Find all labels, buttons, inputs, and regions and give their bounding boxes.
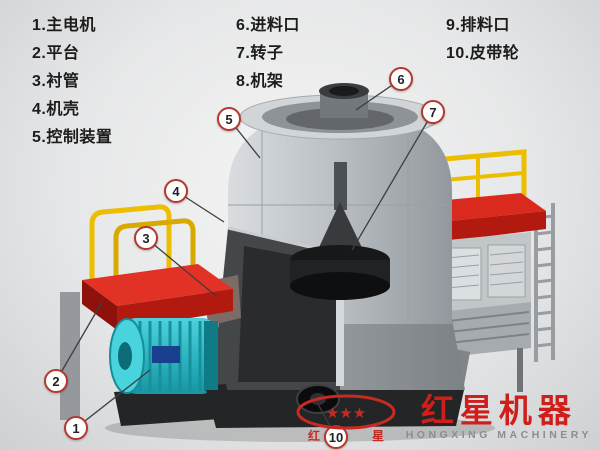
legend-item-3: 3.衬管 bbox=[32, 73, 80, 90]
legend-item-5: 5.控制装置 bbox=[32, 129, 113, 146]
brand-text: 红星机器 HONGXING MACHINERY bbox=[406, 394, 592, 442]
callout-2: 2 bbox=[44, 369, 68, 393]
callout-number: 3 bbox=[142, 230, 150, 246]
brand-logo: ★★★ 红 星 bbox=[296, 394, 396, 443]
legend-column-2: 6.进料口 7.转子 8.机架 bbox=[236, 12, 300, 96]
callout-6: 6 bbox=[389, 67, 413, 91]
legend-item-6: 6.进料口 bbox=[236, 17, 300, 34]
callout-3: 3 bbox=[134, 226, 158, 250]
legend-item-8: 8.机架 bbox=[236, 73, 284, 90]
legend-column-1: 1.主电机 2.平台 3.衬管 4.机壳 5.控制装置 bbox=[32, 12, 112, 152]
machine-body bbox=[204, 83, 465, 390]
main-motor bbox=[109, 318, 234, 426]
callout-number: 2 bbox=[52, 373, 60, 389]
legend-item-4: 4.机壳 bbox=[32, 101, 80, 118]
legend-item-10: 10.皮带轮 bbox=[446, 45, 520, 62]
rotor bbox=[290, 162, 390, 300]
legend-item-2: 2.平台 bbox=[32, 45, 80, 62]
callout-4: 4 bbox=[164, 179, 188, 203]
callout-number: 10 bbox=[328, 429, 344, 445]
brand-name-cn: 红星机器 bbox=[420, 392, 577, 429]
left-platform-assembly bbox=[60, 204, 234, 426]
callout-number: 6 bbox=[397, 71, 405, 87]
brand-watermark: ★★★ 红 星 红星机器 HONGXING MACHINERY bbox=[294, 392, 592, 444]
brand-name-en: HONGXING MACHINERY bbox=[405, 429, 592, 441]
logo-char-right: 星 bbox=[372, 429, 384, 443]
legend-item-9: 9.排料口 bbox=[446, 17, 510, 34]
legend-item-7: 7.转子 bbox=[236, 45, 284, 62]
callout-number: 4 bbox=[172, 183, 180, 199]
leader-lines bbox=[55, 78, 434, 438]
feed-inlet bbox=[239, 83, 441, 140]
callout-1: 1 bbox=[64, 416, 88, 440]
callout-number: 1 bbox=[72, 420, 80, 436]
motor-label bbox=[152, 346, 180, 363]
left-railing bbox=[89, 204, 196, 296]
callout-number: 7 bbox=[429, 104, 437, 120]
star-icon: ★★★ bbox=[326, 405, 366, 422]
logo-char-left: 红 bbox=[308, 428, 320, 443]
legend-column-3: 9.排料口 10.皮带轮 bbox=[446, 12, 519, 68]
callout-7: 7 bbox=[421, 100, 445, 124]
ladder bbox=[534, 203, 555, 362]
legend-item-1: 1.主电机 bbox=[32, 17, 96, 34]
callout-number: 5 bbox=[225, 111, 233, 127]
callout-5: 5 bbox=[217, 107, 241, 131]
